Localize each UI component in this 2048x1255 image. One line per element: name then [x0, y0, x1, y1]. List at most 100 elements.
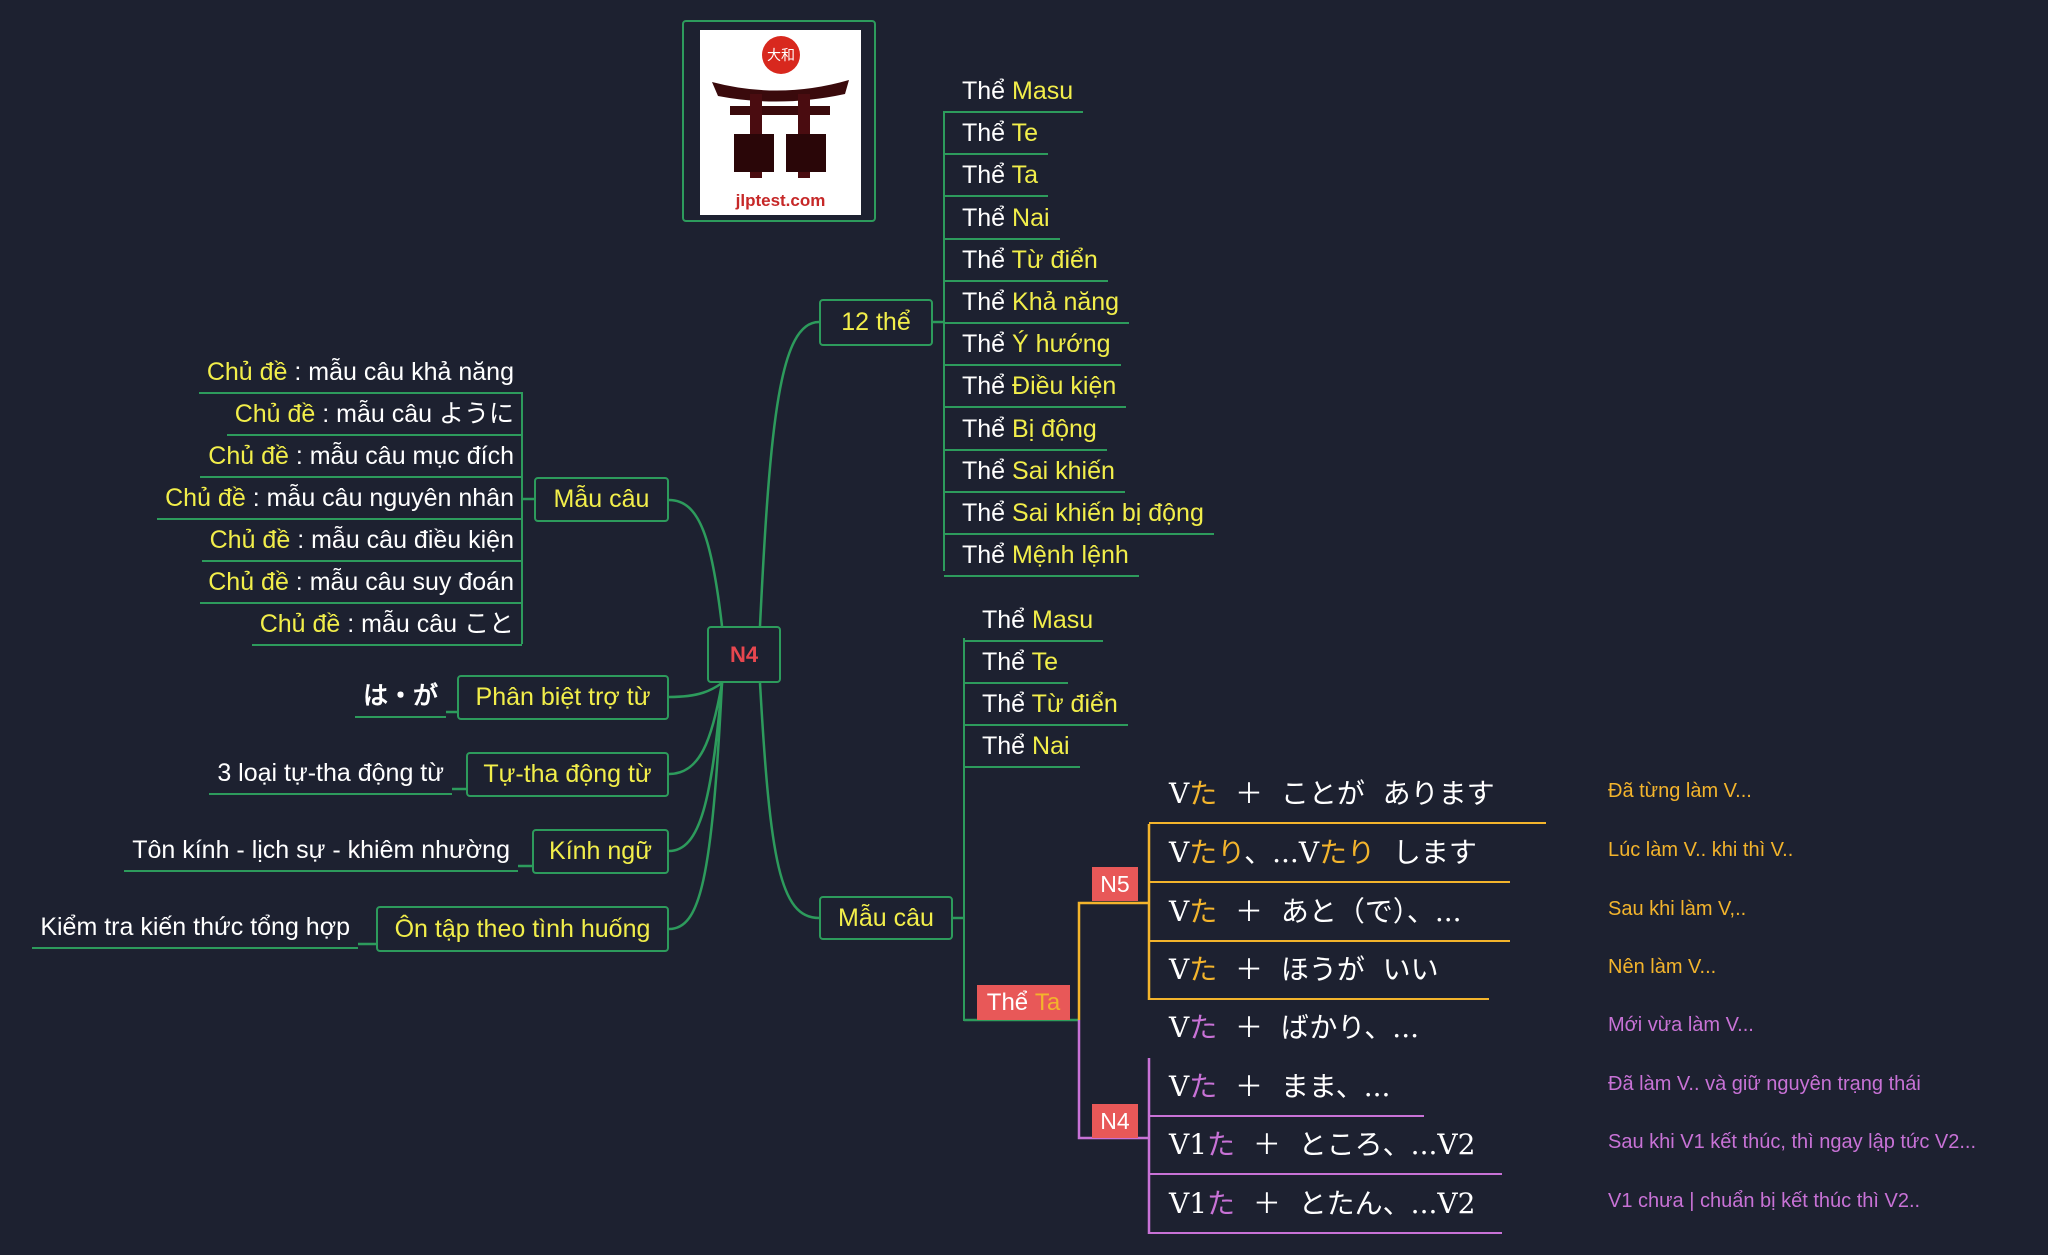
- form-name: Ta: [1011, 161, 1038, 190]
- pattern-topic-item[interactable]: Chủ đề : mẫu câu ように: [226, 397, 522, 436]
- form-name: Sai khiến bị động: [1012, 499, 1204, 527]
- formula-text: V: [1169, 777, 1190, 810]
- node-ta-form[interactable]: Thể Ta: [977, 985, 1070, 1020]
- formula-text: ＋ ことが あります: [1217, 777, 1495, 810]
- topic-label: Chủ đề: [234, 400, 316, 428]
- node-label: Mẫu câu: [553, 485, 650, 513]
- node-particles[interactable]: Phân biệt trợ từ: [457, 675, 669, 720]
- form-name: Te: [1011, 119, 1038, 148]
- form-prefix: Thể: [962, 119, 1006, 148]
- form-name: Te: [1031, 648, 1058, 676]
- badge-n4: N4: [1092, 1104, 1138, 1138]
- node-sentence-patterns-right[interactable]: Mẫu câu: [819, 896, 953, 940]
- grammar-meaning: Nên làm V...: [1608, 956, 1717, 978]
- topic-text: : mẫu câu ように: [315, 400, 514, 428]
- form-prefix: Thể: [962, 330, 1006, 359]
- ta-ending: た: [1189, 953, 1218, 986]
- formula-text: します: [1375, 836, 1477, 869]
- formula-text: ＋ ばかり、...: [1217, 1011, 1419, 1044]
- form-item[interactable]: Thể Sai khiến: [944, 454, 1125, 493]
- grammar-formula[interactable]: V1た ＋ ところ、...V2: [1149, 1117, 1502, 1175]
- child-review[interactable]: Kiểm tra kiến thức tổng hợp: [32, 910, 358, 949]
- topic-text: : mẫu câu suy đoán: [288, 568, 514, 596]
- form-name: Masu: [1012, 77, 1074, 105]
- topic-text: : mẫu câu mục đích: [288, 442, 514, 470]
- form-item[interactable]: Thể Nai: [944, 201, 1060, 240]
- node-label: Tự-tha động từ: [483, 760, 652, 788]
- form-item[interactable]: Thể Te: [944, 116, 1048, 156]
- pattern-topic-item[interactable]: Chủ đề : mẫu câu nguyên nhân: [157, 481, 522, 520]
- node-transitive-verbs[interactable]: Tự-tha động từ: [466, 752, 669, 797]
- form-item[interactable]: Thể Điều kiện: [944, 369, 1127, 409]
- form-name: Từ điển: [1011, 245, 1098, 274]
- torii-gate-icon: [712, 80, 849, 178]
- ta-ending: た: [1207, 1128, 1236, 1161]
- root-node-n4[interactable]: N4: [707, 626, 781, 683]
- pattern-topic-item[interactable]: Chủ đề : mẫu câu mục đích: [200, 439, 522, 478]
- grammar-meaning: Sau khi V1 kết thúc, thì ngay lập tức V2…: [1608, 1131, 1977, 1153]
- right-patterns-bracket: [963, 638, 965, 1021]
- pattern-form-item[interactable]: Thể Masu: [964, 603, 1104, 642]
- child-transitive-verbs[interactable]: 3 loại tự-tha động từ: [209, 756, 452, 795]
- grammar-formula[interactable]: Vた ＋ ばかり、...: [1149, 1000, 1450, 1058]
- form-name: Ta: [1034, 988, 1061, 1016]
- pattern-topic-item[interactable]: Chủ đề : mẫu câu khả năng: [198, 355, 522, 394]
- logo-image: 大和 jlptest.com: [700, 30, 861, 215]
- formula-text: ＋ ところ、...V2: [1235, 1128, 1476, 1161]
- patterns-bracket: [521, 392, 523, 644]
- form-name: Ý hướng: [1012, 330, 1111, 359]
- grammar-meaning: Sau khi làm V,..: [1608, 898, 1747, 920]
- pattern-form-item[interactable]: Thể Từ điển: [964, 687, 1128, 726]
- formula-text: V: [1169, 1011, 1190, 1044]
- grammar-formula[interactable]: Vた ＋ あと（で）、...: [1149, 884, 1510, 942]
- topic-label: Chủ đề: [208, 442, 289, 470]
- form-item[interactable]: Thể Từ điển: [944, 243, 1108, 282]
- child-honorifics[interactable]: Tôn kính - lịch sự - khiêm nhường: [124, 833, 518, 872]
- child-particles[interactable]: は・が: [354, 679, 446, 718]
- topic-label: Chủ đề: [208, 568, 289, 596]
- formula-text: V: [1169, 895, 1190, 928]
- pattern-form-item[interactable]: Thể Te: [964, 645, 1068, 684]
- ta-ending: たり: [1189, 836, 1245, 869]
- form-item[interactable]: Thể Ý hướng: [944, 327, 1121, 367]
- formula-text: ＋ あと（で）、...: [1217, 895, 1462, 928]
- ta-ending: た: [1189, 895, 1218, 928]
- topic-label: Chủ đề: [259, 610, 341, 638]
- pattern-topic-item[interactable]: Chủ đề : mẫu câu điều kiện: [201, 523, 522, 562]
- form-item[interactable]: Thể Khả năng: [944, 285, 1130, 324]
- form-prefix: Thể: [962, 203, 1006, 232]
- form-name: Mệnh lệnh: [1012, 541, 1129, 570]
- form-item[interactable]: Thể Sai khiến bị động: [944, 496, 1214, 535]
- form-item[interactable]: Thể Mệnh lệnh: [944, 538, 1139, 578]
- node-honorifics[interactable]: Kính ngữ: [532, 829, 669, 874]
- form-item[interactable]: Thể Masu: [944, 74, 1084, 113]
- topic-text: : mẫu câu こと: [340, 610, 514, 638]
- pattern-topic-item[interactable]: Chủ đề : mẫu câu suy đoán: [200, 565, 522, 604]
- topic-label: Chủ đề: [165, 484, 246, 512]
- node-label: Phân biệt trợ từ: [475, 683, 651, 711]
- grammar-formula[interactable]: Vた ＋ ことが あります: [1149, 766, 1546, 824]
- pattern-form-item[interactable]: Thể Nai: [964, 729, 1080, 768]
- formula-text: ＋ ほうが いい: [1217, 953, 1439, 986]
- form-prefix: Thể: [986, 988, 1029, 1016]
- form-prefix: Thể: [962, 77, 1006, 105]
- pattern-topic-item[interactable]: Chủ đề : mẫu câu こと: [251, 607, 522, 646]
- form-prefix: Thể: [962, 161, 1006, 190]
- grammar-formula[interactable]: Vた ＋ ほうが いい: [1149, 942, 1489, 1000]
- form-item[interactable]: Thể Ta: [944, 158, 1048, 198]
- ta-ending: たり: [1319, 836, 1376, 869]
- node-review[interactable]: Ôn tập theo tình huống: [376, 906, 669, 952]
- node-label: 12 thể: [841, 308, 911, 336]
- badge-n5: N5: [1092, 867, 1138, 901]
- form-item[interactable]: Thể Bị động: [944, 412, 1107, 451]
- form-prefix: Thể: [982, 690, 1026, 718]
- form-prefix: Thể: [962, 456, 1006, 485]
- node-label: Mẫu câu: [838, 903, 934, 932]
- grammar-formula[interactable]: V1た ＋ とたん、...V2: [1149, 1176, 1502, 1234]
- grammar-formula[interactable]: Vた ＋ まま、...: [1149, 1059, 1424, 1117]
- node-12-forms[interactable]: 12 thể: [819, 299, 933, 346]
- formula-text: V1: [1169, 1128, 1208, 1161]
- grammar-formula[interactable]: Vたり、...Vたり します: [1149, 825, 1510, 883]
- node-sentence-patterns-left[interactable]: Mẫu câu: [534, 477, 669, 522]
- topic-label: Chủ đề: [206, 358, 288, 386]
